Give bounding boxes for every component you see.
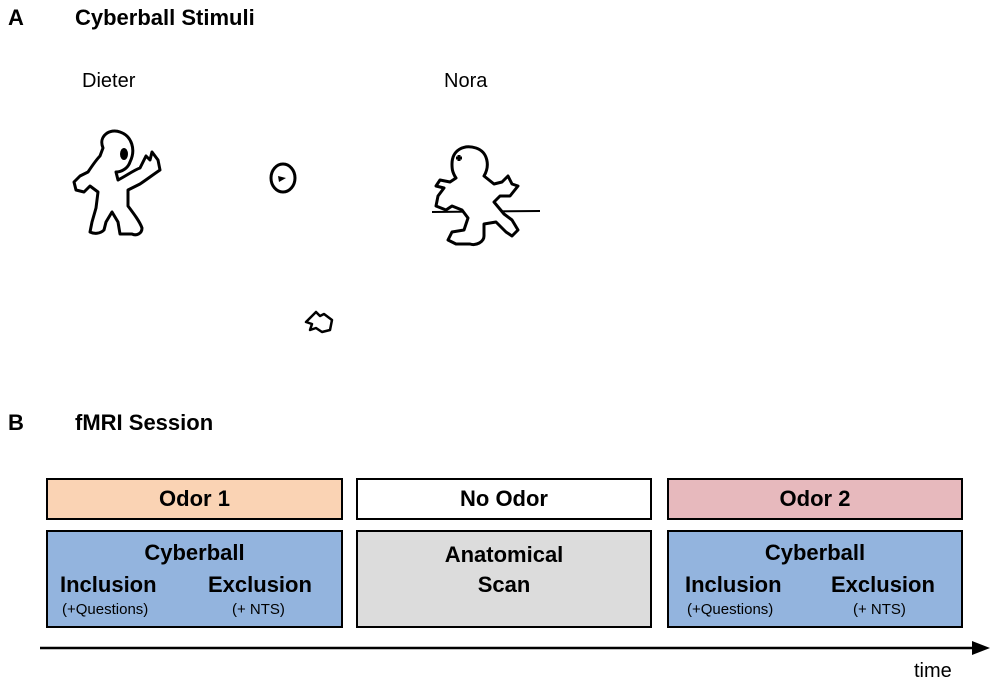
- panel-b-letter: B: [8, 410, 24, 435]
- panel-a-title: Cyberball Stimuli: [75, 5, 255, 30]
- inclusion-note: (+Questions): [687, 601, 774, 618]
- anatomical-label: Anatomical: [444, 542, 564, 567]
- exclusion-note: (+ NTS): [232, 601, 285, 618]
- inclusion-label: Inclusion: [685, 572, 782, 597]
- ball: [269, 162, 297, 194]
- exclusion-label: Exclusion: [208, 572, 312, 597]
- hand-cursor-icon: [304, 310, 334, 334]
- time-axis-label: time: [914, 660, 952, 682]
- player-name-right: Nora: [444, 70, 488, 92]
- cyberball-block-right: Cyberball Inclusion Exclusion (+Question…: [667, 530, 963, 628]
- inclusion-label: Inclusion: [60, 572, 157, 597]
- panel-a-letter: A: [8, 5, 24, 30]
- panel-b-title: fMRI Session: [75, 410, 214, 435]
- exclusion-label: Exclusion: [831, 572, 935, 597]
- cyberball-title: Cyberball: [144, 540, 245, 565]
- cyberball-stimuli-illustration: [72, 129, 541, 334]
- anatomical-scan-block: Anatomical Scan: [356, 530, 652, 628]
- odor-box-odor-1: Odor 1: [46, 478, 343, 520]
- odor-box-odor-2: Odor 2: [667, 478, 963, 520]
- exclusion-note: (+ NTS): [853, 601, 906, 618]
- scan-label: Scan: [477, 572, 531, 597]
- time-axis-arrowhead: [972, 641, 990, 655]
- inclusion-note: (+Questions): [62, 601, 149, 618]
- player-name-left: Dieter: [82, 70, 136, 92]
- odor-box-no-odor: No Odor: [356, 478, 652, 520]
- player-figure-left: [72, 129, 162, 237]
- cyberball-block-left: Cyberball Inclusion Exclusion (+Question…: [46, 530, 343, 628]
- player-figure-right: [431, 145, 541, 246]
- cyberball-title: Cyberball: [764, 540, 866, 565]
